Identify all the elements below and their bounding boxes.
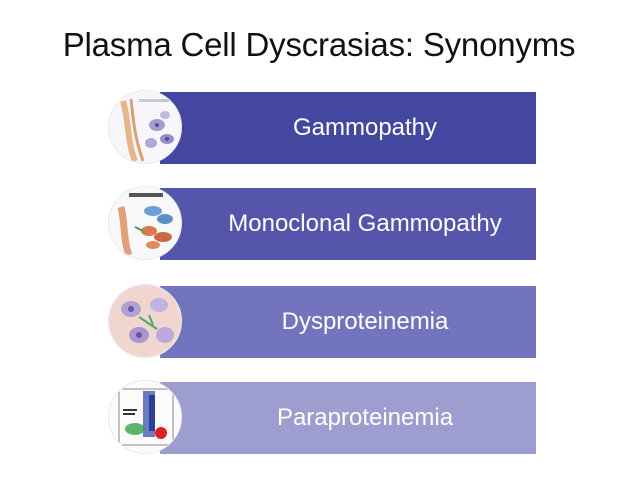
plasma-cells-micrograph-icon	[108, 284, 182, 358]
synonym-band: Dysproteinemia	[160, 286, 536, 358]
synonym-label: Dysproteinemia	[281, 308, 449, 335]
synonym-item-gammopathy: Gammopathy	[108, 90, 538, 166]
synonym-item-paraproteinemia: Paraproteinemia	[108, 380, 538, 456]
synonym-item-dysproteinemia: Dysproteinemia	[108, 284, 538, 360]
flow-cytometry-plot-icon	[108, 380, 182, 454]
synonym-label: Monoclonal Gammopathy	[228, 210, 502, 237]
synonym-label: Paraproteinemia	[276, 404, 454, 431]
synonym-band: Gammopathy	[160, 92, 536, 164]
myeloma-diagram-icon	[108, 186, 182, 260]
slide-title: Plasma Cell Dyscrasias: Synonyms	[62, 26, 576, 63]
synonym-band: Monoclonal Gammopathy	[160, 188, 536, 260]
synonym-label: Gammopathy	[292, 114, 438, 141]
synonym-band: Paraproteinemia	[160, 382, 536, 454]
synonym-item-monoclonal-gammopathy: Monoclonal Gammopathy	[108, 186, 538, 262]
plasma-cell-histology-icon	[108, 90, 182, 164]
